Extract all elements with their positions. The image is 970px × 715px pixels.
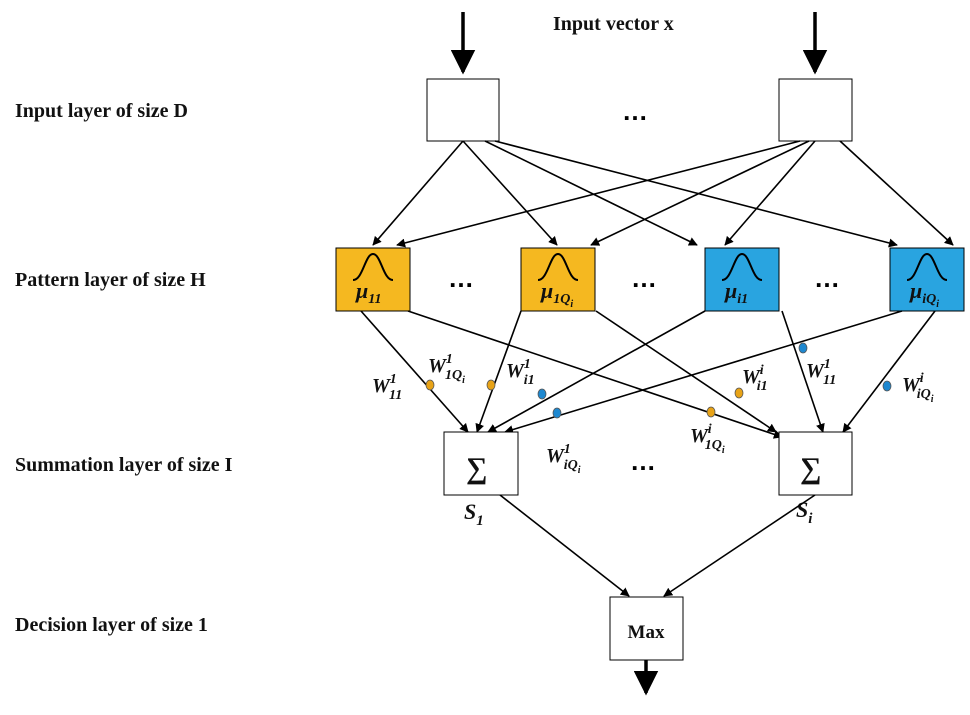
summation-layer-label: Summation layer of size I xyxy=(15,454,233,476)
pattern-ellipsis-1: … xyxy=(448,263,474,293)
input-node-1 xyxy=(426,78,500,142)
pattern-layer-label: Pattern layer of size H xyxy=(15,269,206,291)
sum-symbol-i: ∑ xyxy=(800,452,821,485)
weight-dot-w1-1qi xyxy=(486,379,496,391)
pattern-ellipsis-3: … xyxy=(814,263,840,293)
sum-node-i xyxy=(778,431,853,496)
pattern-ellipsis-2: … xyxy=(631,263,657,293)
svg-text:Si: Si xyxy=(796,497,813,527)
svg-text:μ11: μ11 xyxy=(355,278,381,307)
weight-dots xyxy=(425,342,892,419)
sum-symbol-1: ∑ xyxy=(466,452,487,485)
sum-label-1: S1 xyxy=(464,499,484,529)
gaussian-kernel-icon xyxy=(906,252,948,281)
weight-dot-w1-11 xyxy=(425,379,435,391)
pattern-summation-edges xyxy=(360,310,936,439)
svg-text:μi1: μi1 xyxy=(724,278,748,307)
svg-text:μ1Qi: μ1Qi xyxy=(540,278,573,310)
input-node-d xyxy=(778,78,853,142)
gaussian-kernel-icon xyxy=(352,252,394,281)
summation-ellipsis: … xyxy=(630,446,656,476)
weight-dot-wi-iqi xyxy=(882,380,892,392)
weight-dot-w1-11-b xyxy=(706,406,716,418)
pattern-node-4: μiQi xyxy=(889,247,965,312)
weight-dot-wi-i1 xyxy=(798,342,808,354)
sum1-to-max-edge xyxy=(499,494,630,597)
max-label: Max xyxy=(628,622,665,643)
input-ellipsis: … xyxy=(622,96,648,126)
sum-node-1 xyxy=(443,431,519,496)
input-vector-title: Input vector x xyxy=(553,13,674,35)
max-node xyxy=(609,596,684,661)
sum-label-i: Si xyxy=(796,497,813,527)
pattern-node-3: μi1 xyxy=(704,247,780,312)
weight-dot-w1-i1 xyxy=(537,388,547,400)
sumi-to-max-edge xyxy=(663,494,816,597)
weight-dot-w1-iqi xyxy=(552,407,562,419)
input-pattern-edges xyxy=(372,140,954,248)
gaussian-kernel-icon xyxy=(721,252,763,281)
weight-dot-wi-1qi xyxy=(734,387,744,399)
input-layer-label: Input layer of size D xyxy=(15,100,188,122)
svg-text:μiQi: μiQi xyxy=(909,278,939,310)
decision-layer-label: Decision layer of size 1 xyxy=(15,614,208,636)
pattern-node-2: μ1Qi xyxy=(520,247,596,312)
gaussian-kernel-icon xyxy=(537,252,579,281)
pattern-node-1: μ11 xyxy=(335,247,411,312)
svg-text:S1: S1 xyxy=(464,499,484,529)
